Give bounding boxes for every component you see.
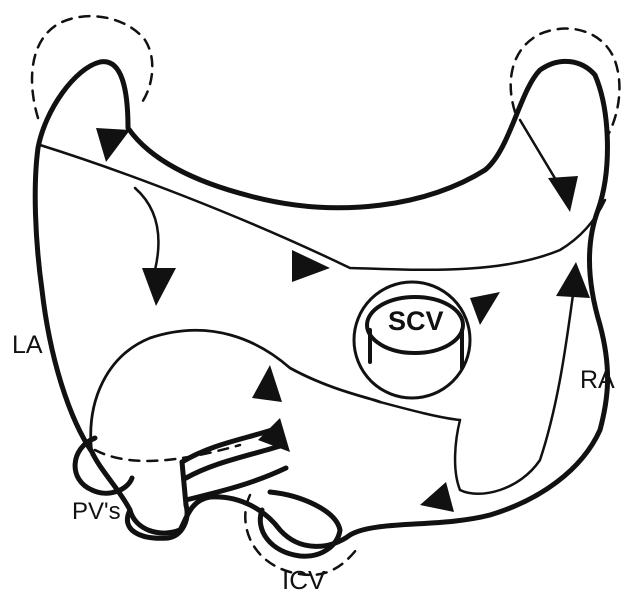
ra-inner-pathway <box>455 280 575 494</box>
flow-arrowhead-ra-up <box>556 262 590 298</box>
label-pvs: PV's <box>72 500 121 524</box>
flow-line-lower <box>380 402 460 420</box>
ra-appendage-dashed-outline <box>511 29 620 135</box>
label-ra: RA <box>580 368 615 393</box>
flow-arrowhead-la-appendage <box>96 128 130 162</box>
flow-arrowhead-icv <box>420 482 454 512</box>
pv-tube-left-wall <box>182 462 186 505</box>
pv-left-stump <box>75 438 132 493</box>
flow-arrowhead-la-down <box>142 268 176 306</box>
label-icv: ICV <box>282 567 325 593</box>
flow-arrowhead-scv <box>470 292 500 325</box>
pulmonary-vein-loop <box>91 330 380 455</box>
pv-tube-upper <box>182 430 272 462</box>
label-scv: SCV <box>388 308 444 335</box>
flow-arrowhead-pv-upper <box>252 365 282 402</box>
la-flow-curve <box>135 188 158 270</box>
label-la: LA <box>12 333 43 358</box>
flow-arrowhead-ra-appendage <box>548 176 578 212</box>
